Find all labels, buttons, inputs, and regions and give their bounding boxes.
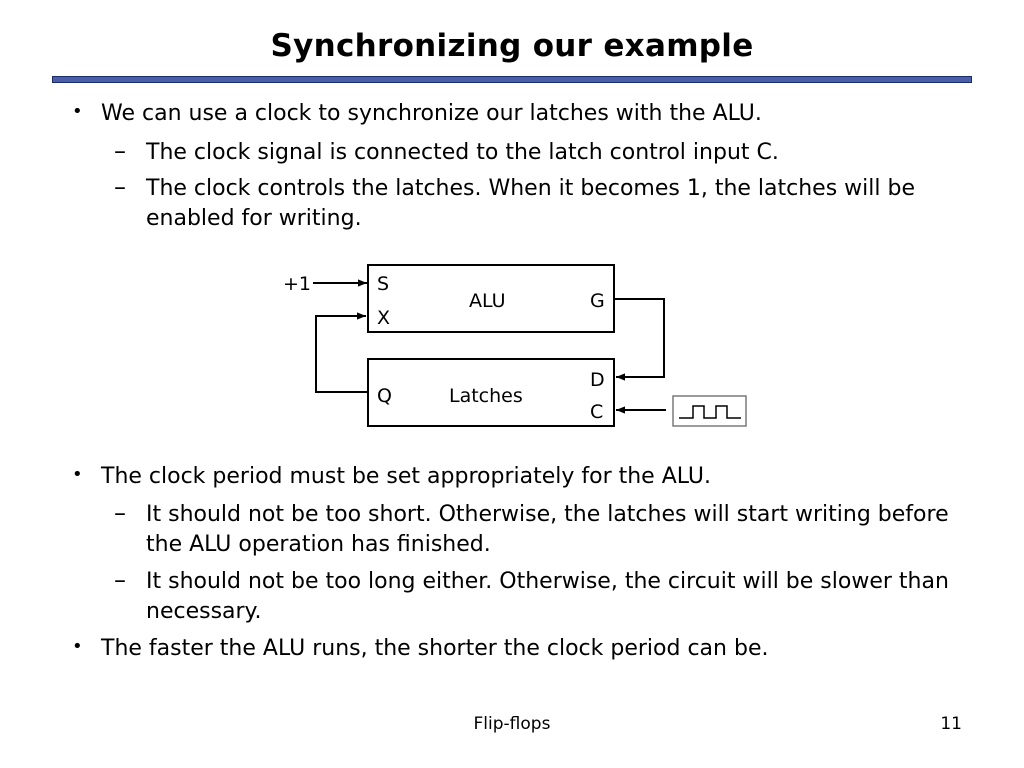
title-rule <box>52 76 972 83</box>
alu-to-latches-wire <box>614 298 665 381</box>
dash-marker: – <box>114 173 126 201</box>
sub-bullet-item: – The clock controls the latches. When i… <box>114 173 976 234</box>
bullet-item: • The faster the ALU runs, the shorter t… <box>72 634 981 664</box>
alu-box <box>367 264 615 333</box>
latches-port-q: Q <box>377 385 392 407</box>
clock-waveform-icon <box>679 405 741 419</box>
clock-source-box <box>672 395 747 427</box>
alu-port-g: G <box>590 290 605 312</box>
latches-port-d: D <box>590 369 605 391</box>
bullet-text: The clock period must be set appropriate… <box>101 464 712 489</box>
dash-marker: – <box>114 499 126 527</box>
bullet-text: We can use a clock to synchronize our la… <box>101 101 762 126</box>
alu-port-s: S <box>377 273 389 295</box>
bullet-marker: • <box>72 101 83 122</box>
sub-bullet-item: – The clock signal is connected to the l… <box>114 137 976 168</box>
slide-title: Synchronizing our example <box>270 28 754 64</box>
sub-bullet-item: – It should not be too long either. Othe… <box>114 566 976 627</box>
latches-port-c: C <box>590 401 603 423</box>
sub-bullet-text: The clock signal is connected to the lat… <box>146 140 779 165</box>
alu-label: ALU <box>469 290 506 312</box>
bullet-marker: • <box>72 636 83 657</box>
bullet-marker: • <box>72 464 83 485</box>
bullet-text: The faster the ALU runs, the shorter the… <box>101 636 769 661</box>
footer-title: Flip-flops <box>473 714 551 734</box>
input-plus-one-label: +1 <box>283 273 311 295</box>
bullet-item: • The clock period must be set appropria… <box>72 462 981 492</box>
latches-to-alu-wire <box>315 312 368 393</box>
latches-label: Latches <box>449 385 523 407</box>
sub-bullet-text: It should not be too long either. Otherw… <box>146 569 949 624</box>
bullet-item: • We can use a clock to synchronize our … <box>72 99 981 129</box>
page-number: 11 <box>940 714 962 734</box>
dash-marker: – <box>114 137 126 165</box>
sub-bullet-text: It should not be too short. Otherwise, t… <box>146 502 949 557</box>
dash-marker: – <box>114 566 126 594</box>
sub-bullet-text: The clock controls the latches. When it … <box>146 176 915 231</box>
sub-bullet-item: – It should not be too short. Otherwise,… <box>114 499 976 560</box>
alu-port-x: X <box>377 307 390 329</box>
latches-box <box>367 358 615 427</box>
